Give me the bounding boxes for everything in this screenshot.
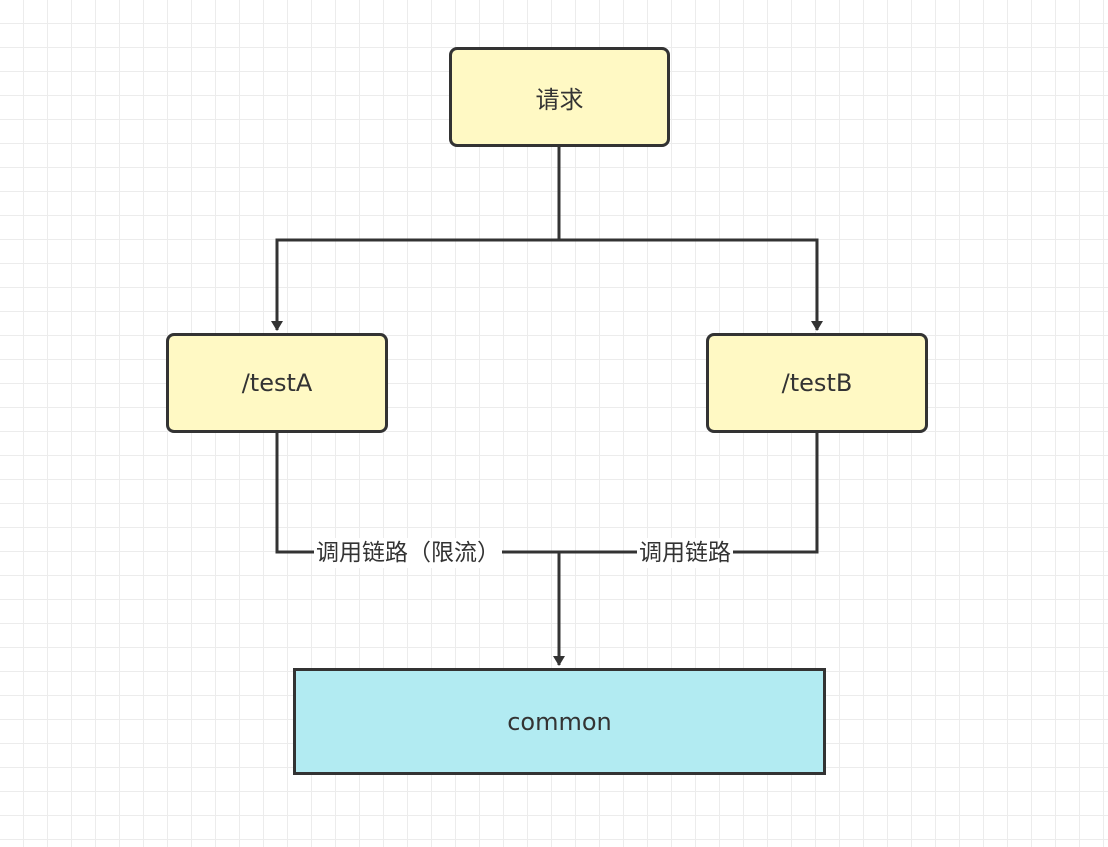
edge-request-to-testA: [271, 238, 559, 331]
node-testB: /testB: [706, 333, 928, 433]
node-request: 请求: [449, 47, 670, 147]
edge-label-testA: 调用链路（限流）: [314, 538, 502, 568]
node-testA: /testA: [166, 333, 388, 433]
edge-testB-to-common: [559, 432, 819, 554]
edge-request-to-testB: [559, 238, 823, 331]
node-common: common: [293, 668, 826, 775]
edge-testA-to-common: [275, 432, 559, 554]
edge-label-testB: 调用链路: [637, 538, 733, 568]
